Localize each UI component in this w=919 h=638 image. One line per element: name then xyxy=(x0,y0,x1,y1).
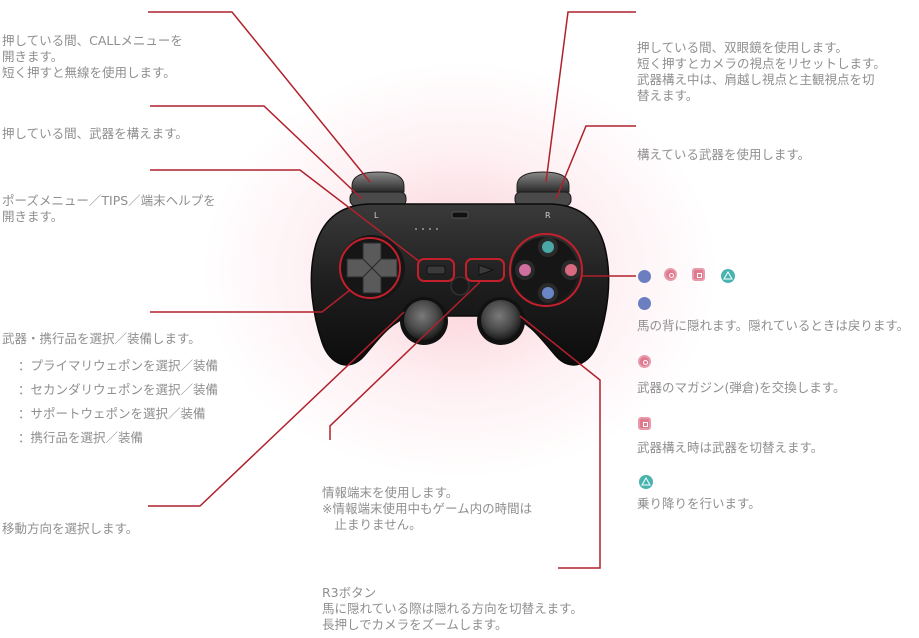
start-highlight-box xyxy=(465,258,505,282)
callout-square-line: 武器構え時は武器を切替えます。 xyxy=(637,440,824,455)
callout-r2: 押している間、双眼鏡を使用します。 短く押すとカメラの視点をリセットします。 武… xyxy=(637,40,886,104)
dpad-highlight-ring xyxy=(339,237,401,299)
usb-port xyxy=(451,211,469,219)
callout-r2-line: 押している間、双眼鏡を使用します。 xyxy=(637,40,848,55)
start-button xyxy=(478,264,495,276)
face-buttons-highlight-ring xyxy=(509,233,583,307)
callout-start: 情報端末を使用します。 ※情報端末使用中もゲーム内の時間は 止まりません。 xyxy=(322,485,532,533)
leader-dpad xyxy=(150,289,351,313)
callout-r3: R3ボタン 馬に隠れている際は隠れる方向を切替えます。 長押しでカメラをズームし… xyxy=(322,585,583,633)
leader-r3 xyxy=(519,315,601,569)
callout-dpad-items: ：プライマリウェポンを選択／装備 ：セカンダリウェポンを選択／装備 ：サポートウ… xyxy=(18,354,218,450)
player-leds xyxy=(415,228,438,230)
circle-icon xyxy=(638,355,651,368)
square-icon xyxy=(638,417,651,430)
ps-button xyxy=(450,276,470,296)
callout-l2: 押している間、CALLメニューを 開きます。 短く押すと無線を使用します。 xyxy=(2,33,183,81)
left-stick xyxy=(400,297,448,345)
square-icon xyxy=(692,268,705,281)
l-trigger-letter: L xyxy=(374,211,379,220)
r-trigger-letter: R xyxy=(545,211,551,220)
callout-select: ポーズメニュー／TIPS／端末ヘルプを 開きます。 xyxy=(2,193,216,225)
callout-r1: 構えている武器を使用します。 xyxy=(637,147,810,163)
callout-select-line: ポーズメニュー／TIPS／端末ヘルプを xyxy=(2,193,216,208)
callout-r3-line: 馬に隠れている際は隠れる方向を切替えます。 xyxy=(322,601,583,616)
dpad-item-primary: ：プライマリウェポンを選択／装備 xyxy=(18,358,219,373)
cross-icon xyxy=(638,270,651,283)
callout-left-stick: 移動方向を選択します。 xyxy=(2,521,138,537)
callout-cross: 馬の背に隠れます。隠れているときは戻ります。 xyxy=(637,318,909,334)
triangle-icon xyxy=(721,269,735,283)
callout-l2-line: 開きます。 xyxy=(2,49,64,64)
callout-start-line: 止まりません。 xyxy=(322,517,422,532)
callout-square: 武器構え時は武器を切替えます。 xyxy=(637,440,823,456)
callout-r2-line: 武器構え中は、肩越し視点と主観視点を切 xyxy=(637,72,875,87)
callout-r3-title: R3ボタン xyxy=(322,585,377,600)
dpad-item-support: ：サポートウェポンを選択／装備 xyxy=(18,406,206,421)
circle-icon xyxy=(664,268,677,281)
leader-r1 xyxy=(555,125,636,200)
dpad xyxy=(339,235,405,301)
callout-l1: 押している間、武器を構えます。 xyxy=(2,126,188,142)
callout-start-line: 情報端末を使用します。 xyxy=(322,485,459,500)
r2-trigger xyxy=(516,171,570,193)
dpad-item-item: ：携行品を選択／装備 xyxy=(18,430,144,445)
l2-trigger xyxy=(351,171,405,193)
callout-triangle: 乗り降りを行います。 xyxy=(637,496,761,512)
select-button xyxy=(426,265,446,275)
select-highlight-box xyxy=(417,258,455,282)
callout-circle: 武器のマガジン(弾倉)を交換します。 xyxy=(637,380,846,396)
callout-triangle-line: 乗り降りを行います。 xyxy=(637,496,761,511)
leader-left-stick xyxy=(148,311,405,507)
leader-select xyxy=(150,169,421,263)
callout-cross-line: 馬の背に隠れます。隠れているときは戻ります。 xyxy=(637,318,910,333)
callout-l2-line: 短く押すと無線を使用します。 xyxy=(2,65,176,80)
leader-r2 xyxy=(545,11,636,183)
leader-start xyxy=(329,281,481,440)
callout-r2-line: 短く押すとカメラの視点をリセットします。 xyxy=(637,56,886,71)
callout-left-stick-line: 移動方向を選択します。 xyxy=(2,521,139,536)
callout-r2-line: 替えます。 xyxy=(637,88,699,103)
triangle-icon xyxy=(639,475,653,489)
callout-l1-line: 押している間、武器を構えます。 xyxy=(2,126,188,141)
dpad-item-secondary: ：セカンダリウェポンを選択／装備 xyxy=(18,382,219,397)
face-buttons xyxy=(512,237,581,303)
cross-icon xyxy=(638,297,651,310)
leader-l2 xyxy=(148,11,371,183)
callout-select-line: 開きます。 xyxy=(2,209,64,224)
right-stick xyxy=(477,297,525,345)
callout-dpad-line: 武器・携行品を選択／装備します。 xyxy=(2,331,201,346)
callout-l2-line: 押している間、CALLメニューを xyxy=(2,33,183,48)
callout-dpad: 武器・携行品を選択／装備します。 xyxy=(2,331,201,347)
callout-start-line: ※情報端末使用中もゲーム内の時間は xyxy=(322,501,533,516)
callout-r1-line: 構えている武器を使用します。 xyxy=(637,147,811,162)
callout-r3-line: 長押しでカメラをズームします。 xyxy=(322,617,508,632)
callout-circle-line: 武器のマガジン(弾倉)を交換します。 xyxy=(637,380,846,395)
leader-l1 xyxy=(150,105,363,200)
